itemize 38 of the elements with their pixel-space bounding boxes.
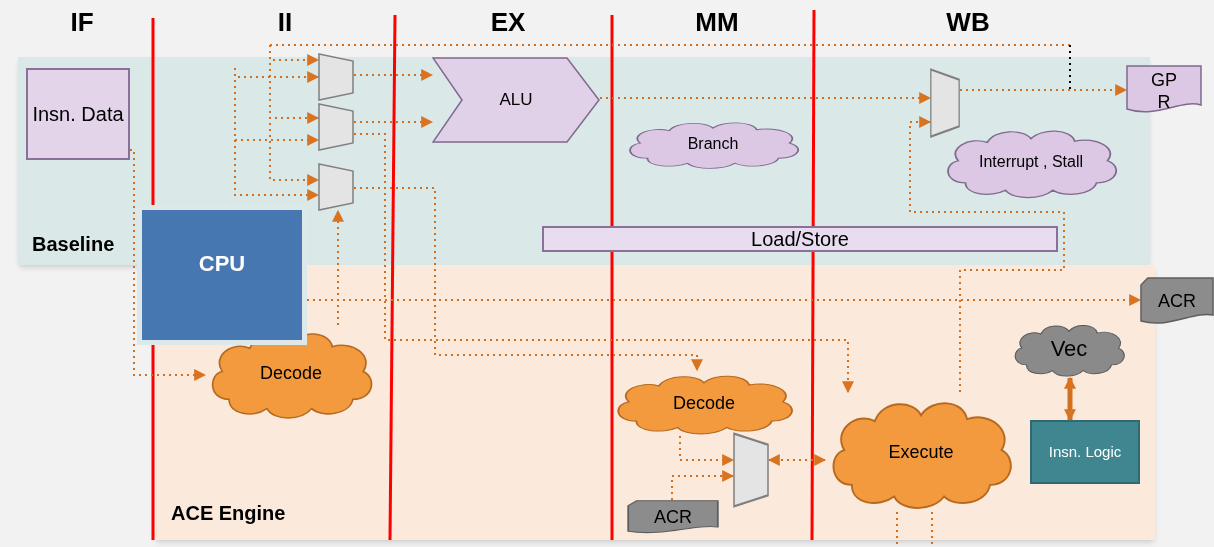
arrow [679,435,735,466]
arrow [959,84,1128,96]
logic-box [26,68,130,160]
arrow [332,209,344,326]
node-label: Decode [259,361,322,385]
node-label: CPU [198,250,246,278]
arrow [767,454,827,466]
node-label: GPR [1150,68,1178,114]
arrow [353,69,434,81]
node-label: Branch [687,134,739,154]
arrow [129,149,207,381]
node-label: ACR [654,505,692,529]
stage-heading: EX [490,5,526,39]
arrow [353,187,703,372]
stage-heading: WB [946,5,990,39]
arrow [1064,376,1076,422]
node-label: ALU [499,89,533,111]
arrow [599,92,932,104]
node-label: Insn. Data [32,101,124,127]
node-label: Interrupt , Stall [978,152,1083,172]
node-label: Load/Store [751,226,849,252]
arrow [671,470,735,501]
node-label: Execute [888,440,954,464]
node-label: ACR [1158,289,1196,313]
arrow [909,116,1065,393]
arrow [353,116,434,128]
node-label: Decode [672,391,735,415]
arrow [353,133,854,394]
panel-title: Baseline [32,232,115,257]
stage-heading: II [277,5,293,39]
node-label: Vec [1050,335,1088,363]
panel-title: ACE Engine [171,501,286,526]
node-label: Insn. Logic [1048,442,1122,462]
stage-heading: IF [70,5,94,39]
processor-box [137,205,307,345]
stage-heading: MM [695,5,739,39]
logic-box [1030,420,1140,484]
unit-bar [542,226,1058,252]
